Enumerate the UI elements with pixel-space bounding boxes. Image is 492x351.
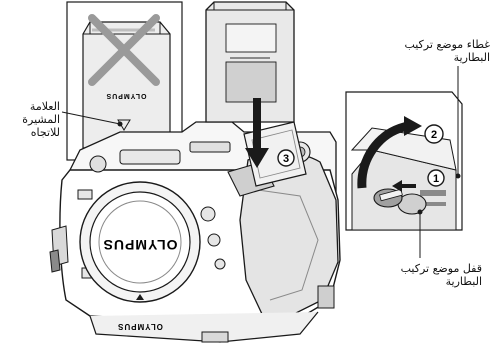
svg-text:2: 2 [431,129,437,141]
camera-bottom-brand: OLYMPUS [117,322,163,331]
inset-battery-brand: OLYMPUS [106,92,147,99]
svg-text:3: 3 [283,153,289,165]
step-2-badge: 2 [425,125,443,143]
battery-cover-label: غطاء موضع تركيب البطارية [404,38,490,64]
body-cap: OLYMPUS [80,182,200,302]
step-3-badge: 3 [278,150,294,166]
body-cap-brand: OLYMPUS [103,237,178,253]
step-1-badge: 1 [428,170,444,186]
battery-lock-label: قفل موضع تركيب البطارية [401,262,482,288]
battery [206,2,294,122]
svg-text:1: 1 [433,173,439,185]
inset-cover-lock [346,92,462,230]
direction-mark-label: العلامة المشيرة للاتجاه [22,100,60,139]
